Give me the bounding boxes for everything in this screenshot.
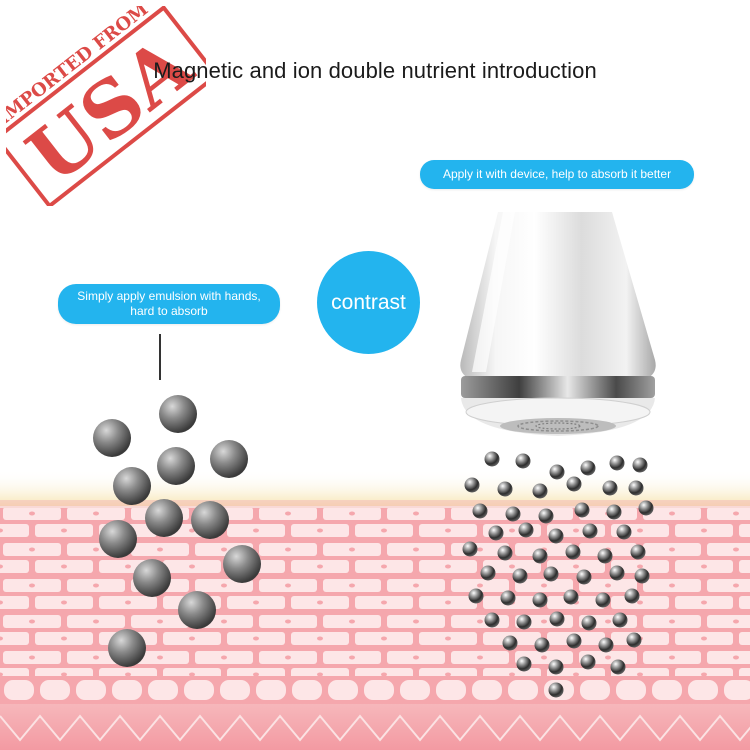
callout-connector-line: [159, 334, 161, 380]
hands-callout-line2: hard to absorb: [130, 304, 208, 318]
beauty-device-icon: [460, 212, 656, 436]
small-nutrient-particle-icon: [462, 451, 654, 698]
page-title: Magnetic and ion double nutrient introdu…: [153, 58, 597, 83]
contrast-badge: contrast: [317, 251, 420, 354]
device-callout: Apply it with device, help to absorb it …: [420, 160, 694, 189]
large-nutrient-particle-icon: [93, 395, 261, 667]
hands-callout: Simply apply emulsion with hands, hard t…: [58, 284, 280, 324]
hands-callout-line1: Simply apply emulsion with hands,: [77, 289, 261, 303]
imported-from-usa-stamp: IMPORTED FROM USA: [6, 6, 206, 206]
